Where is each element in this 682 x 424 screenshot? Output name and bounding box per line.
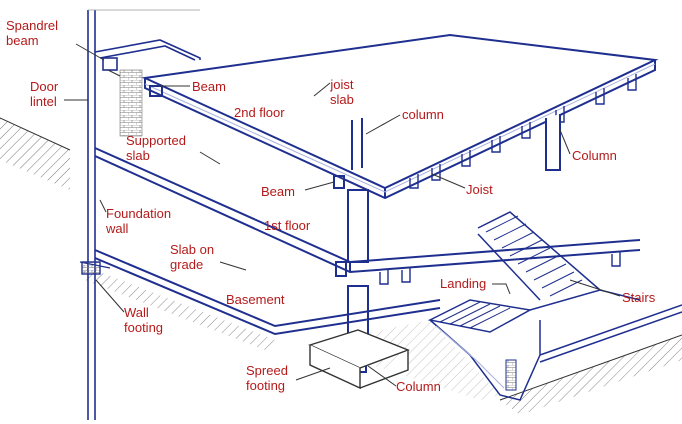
label-joist: Joist — [466, 182, 493, 197]
stairs-and-landing — [427, 211, 682, 401]
label-beam-top: Beam — [192, 79, 226, 94]
label-beam-mid: Beam — [261, 184, 295, 199]
label-spandrel-beam: Spandrel beam — [6, 18, 59, 48]
label-column-bottom: Column — [396, 379, 441, 394]
basement-slab — [79, 249, 441, 336]
label-joist-slab: joist slab — [330, 77, 354, 107]
label-spread-footing: Spreed footing — [246, 363, 288, 393]
label-door-lintel: Door lintel — [30, 79, 59, 109]
label-landing: Landing — [440, 276, 487, 291]
label-wall-footing: Wall footing — [124, 305, 164, 335]
upper-wall-block — [87, 9, 201, 420]
label-column-top: column — [402, 107, 444, 122]
first-floor-slab — [94, 147, 641, 285]
label-first-floor: 1st floor — [264, 218, 311, 233]
leader-lines — [64, 43, 621, 387]
label-foundation-wall: Foundation wall — [106, 206, 172, 236]
spread-footing — [308, 329, 410, 390]
label-supported-slab: Supported slab — [126, 133, 186, 163]
label-slab-on-grade: Slab on grade — [170, 242, 215, 272]
label-stairs: Stairs — [622, 290, 656, 305]
label-column-right: Column — [572, 148, 617, 163]
label-basement: Basement — [226, 292, 285, 307]
second-floor-slab — [141, 33, 659, 200]
label-second-floor: 2nd floor — [234, 105, 285, 120]
